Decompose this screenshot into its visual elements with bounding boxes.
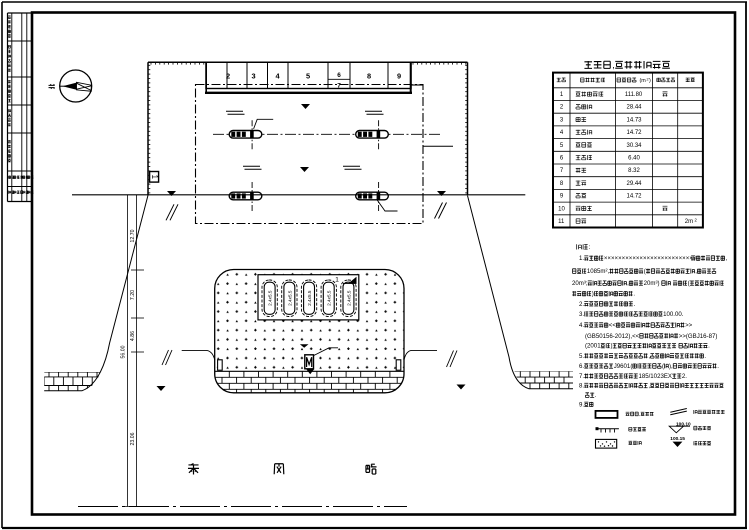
svg-text:.: . xyxy=(595,392,597,399)
svg-text:(: ( xyxy=(644,268,646,275)
svg-text:(: ( xyxy=(688,280,690,287)
svg-text:2.4x5.5: 2.4x5.5 xyxy=(346,290,351,306)
svg-text:2.4x5.5: 2.4x5.5 xyxy=(327,290,332,306)
svg-text:4.86: 4.86 xyxy=(130,331,136,341)
svg-text:7: 7 xyxy=(560,168,564,174)
svg-text:2: 2 xyxy=(695,217,698,222)
svg-text:3.: 3. xyxy=(579,311,584,318)
svg-text:,: , xyxy=(695,268,697,275)
svg-text:4: 4 xyxy=(275,71,280,80)
svg-text:,: , xyxy=(648,353,650,360)
svg-text:5: 5 xyxy=(560,143,564,149)
svg-text:5.: 5. xyxy=(579,353,584,360)
svg-text:.: . xyxy=(717,363,719,370)
svg-text:7.: 7. xyxy=(579,373,584,380)
svg-text:.: . xyxy=(633,291,635,298)
svg-text::: : xyxy=(589,244,591,251)
svg-text:J9601(: J9601( xyxy=(614,363,633,370)
svg-text:1.: 1. xyxy=(579,255,584,262)
svg-text:20m³): 20m³) xyxy=(644,280,660,287)
svg-text:6.: 6. xyxy=(579,363,584,370)
svg-text:,: , xyxy=(627,280,629,287)
svg-text:6.40: 6.40 xyxy=(628,156,640,162)
svg-text:2: 2 xyxy=(647,77,649,81)
svg-text:.: . xyxy=(633,301,635,308)
svg-text:1: 1 xyxy=(150,175,159,180)
svg-text:8: 8 xyxy=(367,71,371,80)
svg-text:100.15: 100.15 xyxy=(670,436,685,442)
svg-text:9: 9 xyxy=(560,194,564,200)
svg-text:12.70: 12.70 xyxy=(130,229,136,242)
svg-text:9: 9 xyxy=(397,71,401,80)
svg-text:23.06: 23.06 xyxy=(130,432,136,445)
svg-text:),: ), xyxy=(669,363,673,370)
svg-text:10: 10 xyxy=(558,206,565,212)
svg-text:,: , xyxy=(648,382,650,389)
svg-text:××××××××××××××××××××××××××: ×××××××××××××××××××××××××× xyxy=(604,255,697,262)
svg-text:>>(GBJ16-87): >>(GBJ16-87) xyxy=(679,333,718,340)
svg-text:2.4x5.5: 2.4x5.5 xyxy=(268,290,273,306)
svg-text:2m: 2m xyxy=(685,219,693,225)
svg-text:,: , xyxy=(612,59,615,70)
svg-text:6: 6 xyxy=(337,72,341,79)
svg-text:(m: (m xyxy=(640,78,647,84)
svg-text:6: 6 xyxy=(560,156,564,162)
svg-text:9.: 9. xyxy=(579,401,584,408)
svg-text:7.20: 7.20 xyxy=(130,290,136,300)
svg-text:185/1023EX: 185/1023EX xyxy=(638,373,672,380)
svg-text:111.80: 111.80 xyxy=(625,92,643,98)
svg-text:.: . xyxy=(704,353,706,360)
svg-text:14.72: 14.72 xyxy=(626,130,642,136)
svg-text:(GB50156-2012),<<: (GB50156-2012),<< xyxy=(585,333,640,340)
svg-text:56.00: 56.00 xyxy=(121,345,127,358)
svg-text:29.44: 29.44 xyxy=(626,181,642,187)
svg-text:28.44: 28.44 xyxy=(626,105,642,111)
svg-text:<<: << xyxy=(609,322,617,329)
svg-text:4.: 4. xyxy=(579,322,584,329)
svg-text:8.: 8. xyxy=(579,382,584,389)
svg-text:5: 5 xyxy=(306,71,310,80)
svg-text:>>: >> xyxy=(685,322,693,329)
svg-text:11: 11 xyxy=(558,219,565,225)
svg-text:3: 3 xyxy=(560,117,564,123)
svg-text:.: . xyxy=(708,343,710,350)
svg-text:2: 2 xyxy=(560,105,564,111)
svg-text:1: 1 xyxy=(560,92,564,98)
svg-text:(: ( xyxy=(662,363,664,370)
svg-text:14.72: 14.72 xyxy=(626,194,642,200)
svg-text:): ) xyxy=(592,291,594,298)
svg-text:100.10: 100.10 xyxy=(676,421,691,427)
svg-text:2.: 2. xyxy=(579,301,584,308)
svg-text:8: 8 xyxy=(560,181,564,187)
svg-text:1085m²,: 1085m², xyxy=(587,268,610,275)
svg-text:): ) xyxy=(610,343,612,350)
svg-text:14.73: 14.73 xyxy=(626,117,642,123)
svg-text:3: 3 xyxy=(251,71,255,80)
svg-text:(2001: (2001 xyxy=(585,343,601,350)
svg-text:4: 4 xyxy=(560,130,564,136)
svg-text:2.4x5.5: 2.4x5.5 xyxy=(287,290,292,306)
svg-text:2.: 2. xyxy=(682,373,687,380)
svg-text:7: 7 xyxy=(337,83,341,90)
svg-text:2.4x5.5: 2.4x5.5 xyxy=(307,290,312,306)
svg-text:30.34: 30.34 xyxy=(626,143,642,149)
svg-text:20m³;: 20m³; xyxy=(572,280,588,287)
svg-text:,: , xyxy=(726,255,728,262)
svg-text:8.32: 8.32 xyxy=(628,168,640,174)
svg-text:): ) xyxy=(649,78,651,84)
svg-text:2: 2 xyxy=(226,71,230,80)
svg-text:1: 1 xyxy=(335,277,339,284)
svg-text:,: , xyxy=(639,413,640,418)
svg-text:100.00.: 100.00. xyxy=(663,311,684,318)
